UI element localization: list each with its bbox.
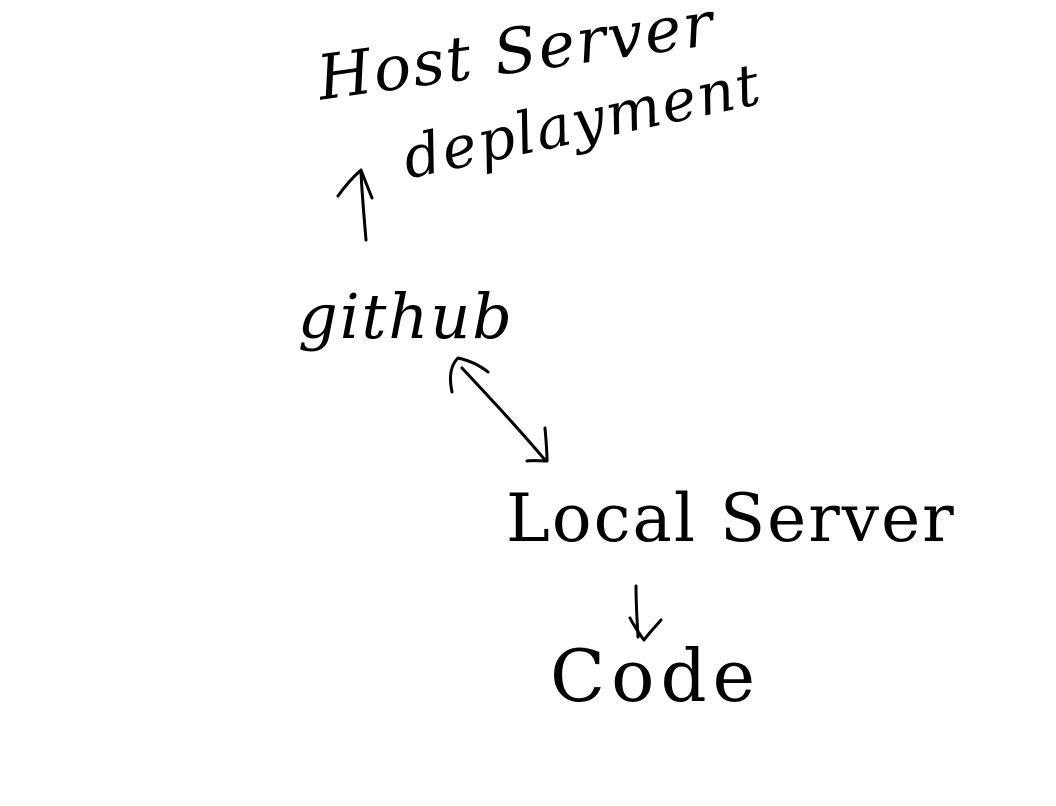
arrow-github-to-host	[336, 168, 374, 242]
arrow-local-to-code	[628, 584, 663, 642]
arrow-github-local-bidirectional	[448, 356, 549, 463]
node-local-server: Local Server	[506, 480, 956, 557]
node-code: Code	[550, 634, 762, 718]
node-github: github	[298, 280, 514, 353]
